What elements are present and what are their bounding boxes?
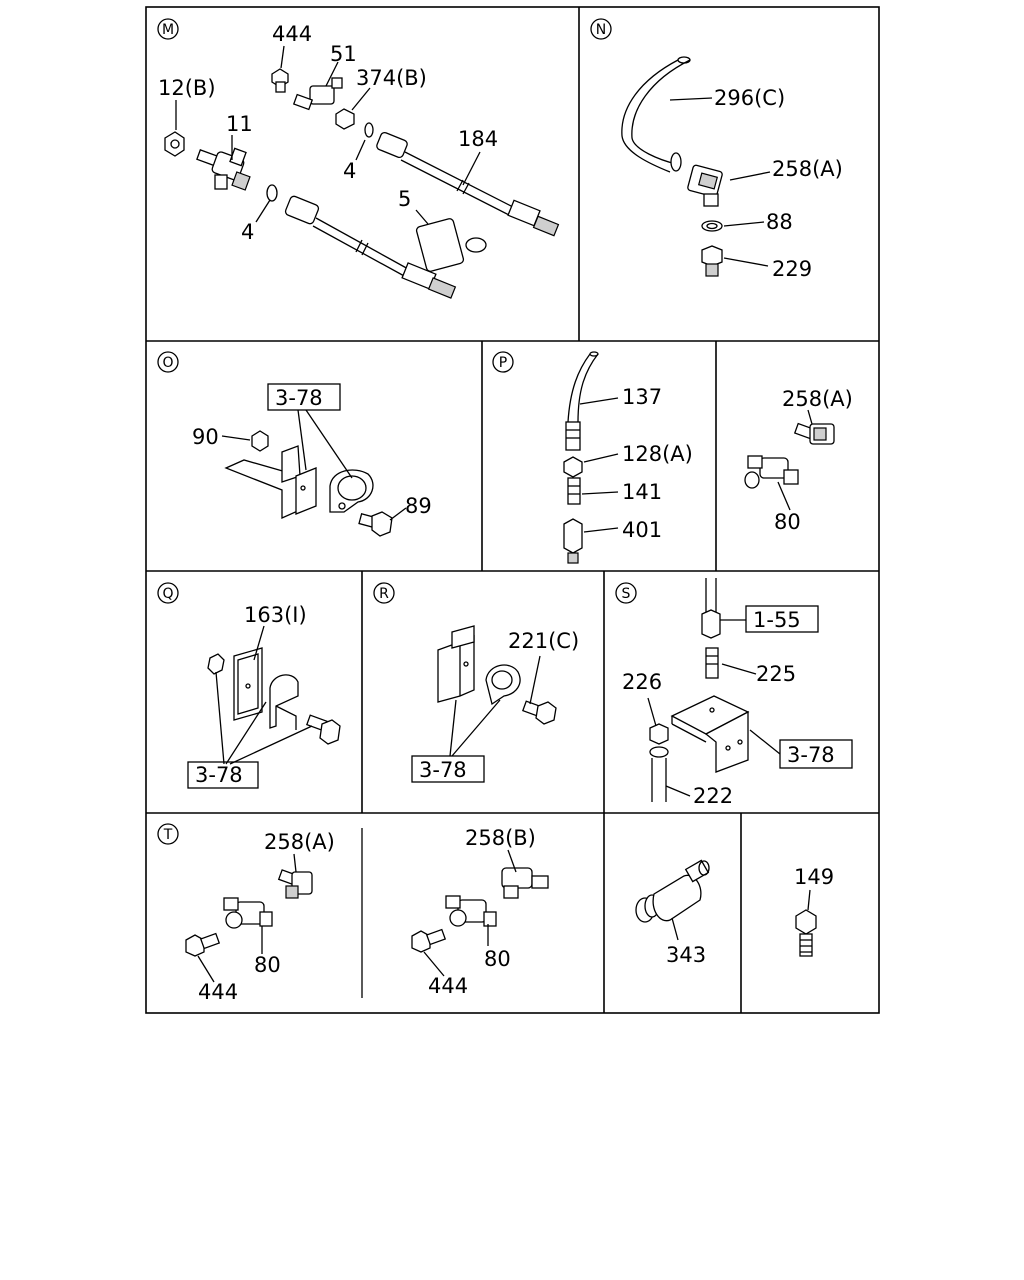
part-label: 128(A) — [622, 442, 693, 466]
part-label: 51 — [330, 42, 357, 66]
part-label: 374(B) — [356, 66, 427, 90]
ref-box — [745, 605, 819, 633]
part-label: 225 — [756, 662, 796, 686]
part-label: 5 — [398, 187, 411, 211]
section-u-drawings — [635, 859, 710, 941]
part-label: 226 — [622, 670, 662, 694]
part-label: 80 — [774, 510, 801, 534]
section-marker-o: O — [157, 351, 179, 373]
part-label: 343 — [666, 943, 706, 967]
ref-box — [779, 739, 853, 769]
svg-text:R: R — [379, 586, 389, 602]
part-label: 444 — [272, 22, 312, 46]
part-label: 3-78 — [275, 386, 323, 410]
part-label: 90 — [192, 425, 219, 449]
part-label: 221(C) — [508, 629, 579, 653]
section-marker-s: S — [615, 582, 637, 604]
part-labels: 444 51 374(B) 12(B) 11 184 4 4 5 296(C) … — [158, 22, 853, 1004]
svg-text:S: S — [622, 586, 631, 602]
part-label: 258(A) — [264, 830, 335, 854]
part-label: 296(C) — [714, 86, 785, 110]
part-label: 401 — [622, 518, 662, 542]
part-label: 444 — [198, 980, 238, 1004]
part-label: 149 — [794, 865, 834, 889]
part-label: 229 — [772, 257, 812, 281]
section-o-drawings — [221, 409, 407, 537]
svg-text:N: N — [596, 22, 606, 38]
part-label: 141 — [622, 480, 662, 504]
part-label: 1-55 — [753, 608, 801, 632]
svg-text:Q: Q — [162, 586, 173, 602]
part-label: 258(A) — [772, 157, 843, 181]
ref-box — [187, 761, 259, 789]
part-label: 11 — [226, 112, 253, 136]
section-v-drawings — [795, 889, 817, 957]
part-label: 89 — [405, 494, 432, 518]
section-s-drawings — [647, 578, 781, 802]
part-label: 3-78 — [787, 743, 835, 767]
section-marker-q: Q — [157, 582, 179, 604]
part-label: 80 — [254, 953, 281, 977]
section-r-drawings — [437, 625, 557, 757]
part-label: 4 — [343, 159, 356, 183]
section-m-drawings — [164, 45, 560, 299]
part-label: 88 — [766, 210, 793, 234]
part-label: 3-78 — [419, 758, 467, 782]
part-label: 4 — [241, 220, 254, 244]
part-label: 137 — [622, 385, 662, 409]
part-label: 258(A) — [782, 387, 853, 411]
svg-text:P: P — [499, 355, 507, 371]
part-label: 163(I) — [244, 603, 307, 627]
svg-text:O: O — [162, 355, 173, 371]
svg-text:T: T — [163, 827, 173, 843]
ref-box — [267, 383, 341, 411]
section-t2-drawings — [411, 849, 549, 977]
part-label: 444 — [428, 974, 468, 998]
part-label: 12(B) — [158, 76, 216, 100]
section-q-drawings — [207, 625, 341, 765]
part-label: 222 — [693, 784, 733, 808]
part-label: 258(B) — [465, 826, 536, 850]
section-p-drawings — [563, 351, 619, 564]
part-label: 184 — [458, 127, 498, 151]
svg-text:M: M — [162, 22, 174, 38]
section-marker-r: R — [373, 582, 395, 604]
section-p2-drawings — [744, 409, 835, 511]
section-marker-t: T — [157, 823, 179, 845]
section-marker-p: P — [492, 351, 514, 373]
ref-box — [411, 755, 485, 783]
section-t-drawings — [185, 853, 313, 983]
section-marker-n: N — [590, 18, 612, 40]
section-n-drawings — [621, 56, 771, 277]
part-label: 80 — [484, 947, 511, 971]
diagram-frame — [145, 6, 880, 1014]
part-label: 3-78 — [195, 763, 243, 787]
section-marker-m: M — [157, 18, 179, 40]
